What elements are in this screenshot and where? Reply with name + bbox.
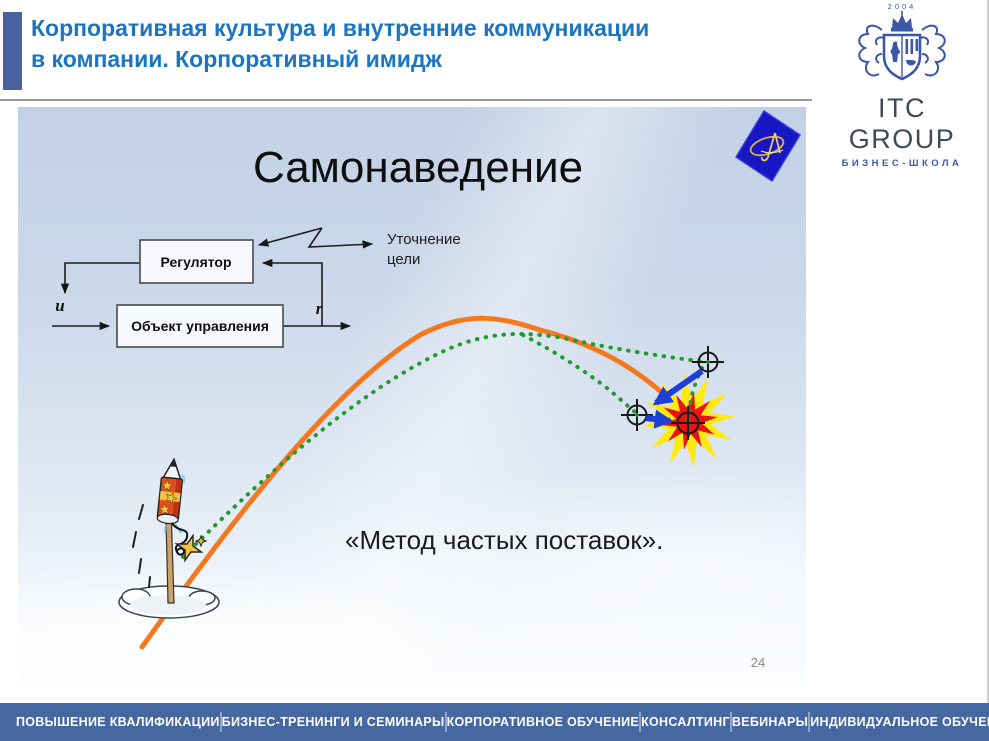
- footer-item-corporate[interactable]: КОРПОРАТИВНОЕ ОБУЧЕНИЕ: [446, 715, 640, 729]
- footer-separator: [444, 712, 447, 732]
- page-title-line2: в компании. Корпоративный имидж: [31, 46, 442, 72]
- footer-separator: [808, 712, 811, 732]
- rocket-illustration: [118, 457, 220, 619]
- slide-graphics: Регулятор Объект управления u r Уточнени…: [52, 227, 736, 650]
- signal-u-label: u: [55, 296, 64, 315]
- page-title: Корпоративная культура и внутренние комм…: [31, 13, 801, 75]
- control-object-box: [116, 304, 284, 348]
- target-note-line1: Уточнение: [387, 231, 461, 248]
- spark-star: [174, 533, 204, 563]
- logo-year: 2004: [888, 2, 917, 11]
- footer-item-consulting[interactable]: КОНСАЛТИНГ: [641, 715, 730, 729]
- lightning-arrow-right: [307, 227, 374, 249]
- slide-title: Самонаведение: [252, 143, 584, 192]
- lightning-arrow-left: [257, 227, 323, 247]
- signal-r-label: r: [316, 299, 323, 318]
- retarget-arrow-2: [645, 409, 674, 429]
- logo-name: ITC GROUP: [848, 93, 956, 154]
- footer-separator: [639, 712, 642, 732]
- footer-item-webinars[interactable]: ВЕБИНАРЫ: [731, 715, 809, 729]
- itc-crest-icon: 2004: [858, 2, 946, 81]
- control-diagram: [52, 227, 374, 331]
- slide-corner-logo: [734, 109, 802, 183]
- target-crosshair-2: [621, 399, 653, 431]
- footer-item-qualification[interactable]: ПОВЫШЕНИЕ КВАЛИФИКАЦИИ: [16, 715, 220, 729]
- header-accent-bar: [3, 12, 22, 90]
- trajectory-green-a: [181, 332, 708, 559]
- footer-item-trainings[interactable]: БИЗНЕС-ТРЕНИНГИ И СЕМИНАРЫ: [221, 715, 445, 729]
- regulator-box: [139, 239, 254, 284]
- target-crosshair-1: [692, 346, 724, 378]
- slide-canvas: Самонаведение: [18, 107, 806, 690]
- page-number: 24: [750, 655, 766, 670]
- retarget-arrow-1: [652, 368, 704, 406]
- trajectory-orange: [139, 315, 690, 650]
- regulator-label: Регулятор: [160, 254, 231, 270]
- control-object-label: Объект управления: [131, 318, 269, 334]
- slide-caption: «Метод частых поставок».: [345, 525, 664, 555]
- footer-separator: [219, 712, 222, 732]
- itc-group-logo: 2004 ITC GROUP БИЗНЕС-ШКОЛА: [822, 2, 982, 169]
- target-crosshair-3: [671, 406, 705, 440]
- signature-flourish-icon: [749, 132, 785, 162]
- footer-item-individual[interactable]: ИНДИВИДУАЛЬНОЕ ОБУЧЕНИЕ: [810, 715, 989, 729]
- logo-subtitle: БИЗНЕС-ШКОЛА: [841, 158, 963, 169]
- target-note-line2: цели: [387, 251, 420, 268]
- footer-nav: ПОВЫШЕНИЕ КВАЛИФИКАЦИИ БИЗНЕС-ТРЕНИНГИ И…: [0, 703, 989, 741]
- crown-icon: [891, 11, 913, 32]
- trajectory-green-b: [521, 333, 639, 416]
- footer-separator: [729, 712, 732, 732]
- header-separator: [0, 99, 812, 101]
- page-title-line1: Корпоративная культура и внутренние комм…: [31, 15, 650, 41]
